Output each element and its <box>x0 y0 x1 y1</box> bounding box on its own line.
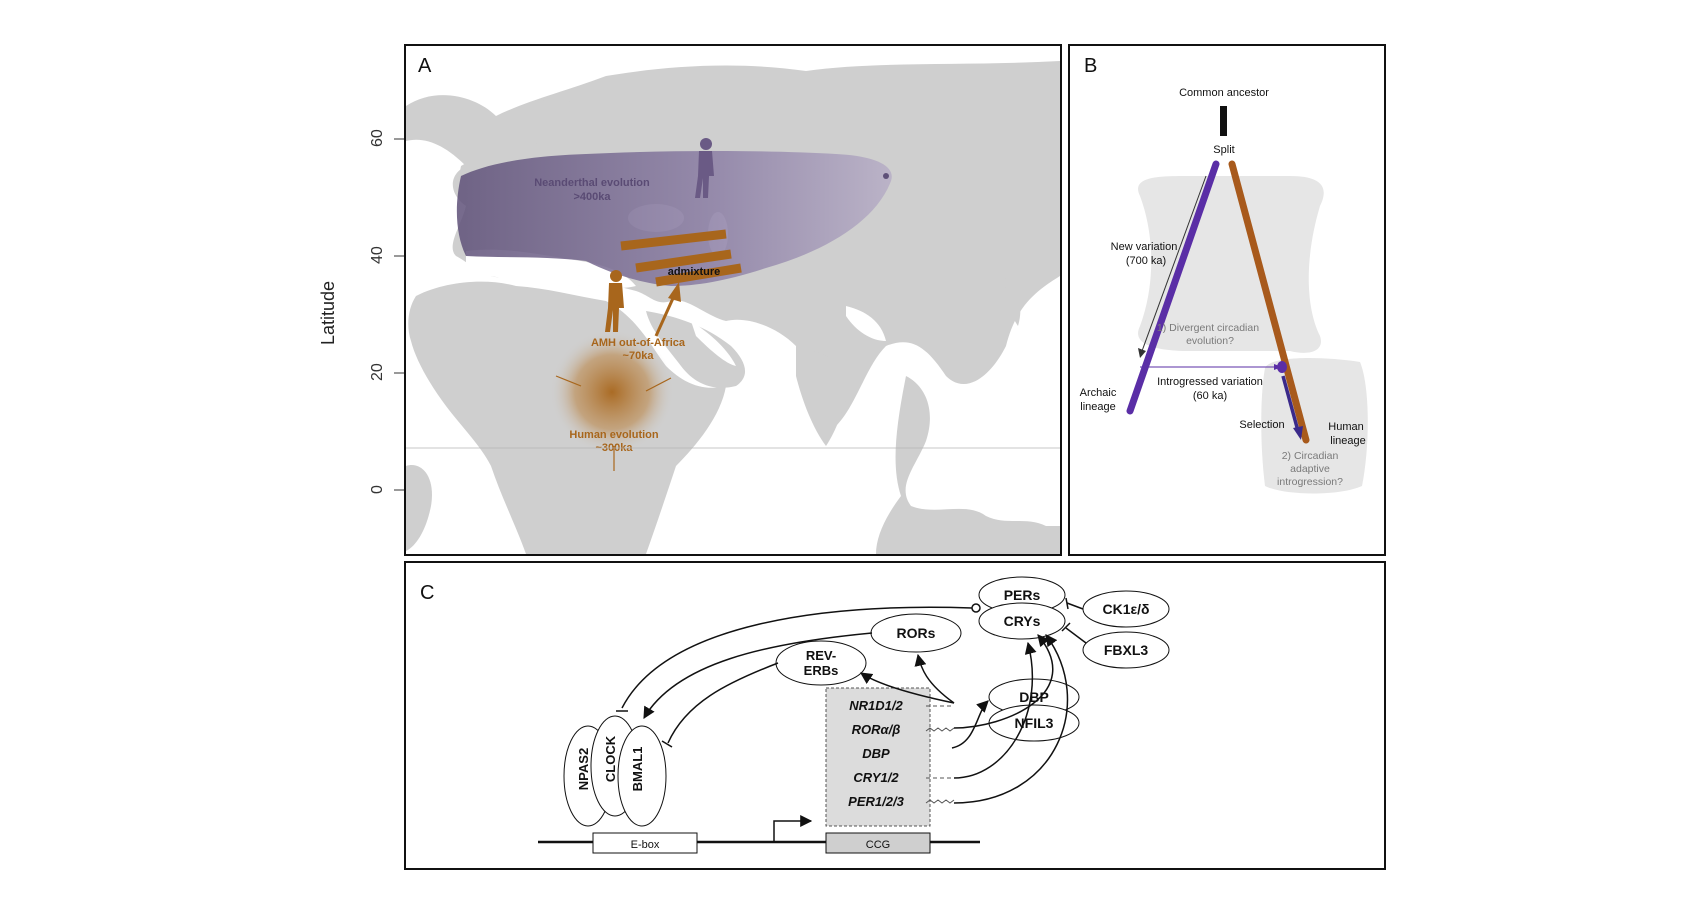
svg-text:NPAS2: NPAS2 <box>576 748 591 790</box>
bmal1-ellipse: BMAL1 <box>617 725 667 827</box>
svg-text:PERs: PERs <box>1004 587 1041 603</box>
ccg-label: CCG <box>866 839 890 851</box>
split-label: Split <box>1213 144 1234 156</box>
y-axis-label: Latitude <box>318 280 338 345</box>
adaptive-label-3: introgression? <box>1277 476 1343 488</box>
introgressed-label: Introgressed variation <box>1157 376 1263 388</box>
common-ancestor-label: Common ancestor <box>1179 87 1269 99</box>
out-of-africa-arrow <box>654 282 681 337</box>
reverbs-ellipse: REV- ERBs <box>775 640 867 686</box>
crys-ellipse: CRYs <box>978 602 1066 640</box>
svg-text:CK1ε/δ: CK1ε/δ <box>1102 601 1149 617</box>
y-tick-20: 20 <box>369 363 386 381</box>
y-axis: 60 40 20 0 <box>369 129 404 494</box>
panel-b-letter: B <box>1084 55 1097 77</box>
dispersal-arrows <box>555 375 672 471</box>
human-label-2: lineage <box>1330 435 1365 447</box>
panel-a-map: Neanderthal evolution >400ka admixture <box>404 44 1062 556</box>
introgression-arrow <box>1140 364 1282 370</box>
selection-label: Selection <box>1239 419 1284 431</box>
gene-ror: RORα/β <box>852 722 901 737</box>
svg-text:BMAL1: BMAL1 <box>630 747 645 792</box>
y-tick-60: 60 <box>369 129 386 147</box>
transcription-start-arrow <box>773 815 813 842</box>
ebox-box <box>592 832 698 854</box>
gene-dbp: DBP <box>862 746 890 761</box>
neanderthal-range-endpoint <box>883 173 889 179</box>
new-variation-arrow <box>1138 175 1207 358</box>
svg-text:RORs: RORs <box>897 625 936 641</box>
svg-text:REV-: REV- <box>806 648 836 663</box>
gene-list-box <box>825 687 931 827</box>
panel-c-letter: C <box>420 582 434 604</box>
divergence-cloud <box>1138 176 1324 353</box>
dbp-ellipse: DBP <box>988 678 1080 716</box>
neanderthal-figure-icon <box>695 138 714 198</box>
human-lineage-line <box>1228 160 1310 444</box>
panel-b-lineage-diagram: B Common ancestor Split New variation (7… <box>1068 44 1386 556</box>
amh-label: AMH out-of-Africa <box>591 337 686 349</box>
fbxl3-ellipse: FBXL3 <box>1082 631 1170 669</box>
admixture-stripes <box>620 229 742 287</box>
mrna-marks <box>925 705 955 804</box>
panel-c-clock-diagram: C E-box CCG NR1D1/2 RORα/β DBP CRY1/2 PE… <box>404 561 1386 870</box>
admixture-label: admixture <box>668 266 721 278</box>
new-variation-date: (700 ka) <box>1126 255 1166 267</box>
svg-text:CLOCK: CLOCK <box>603 735 618 782</box>
regulatory-arrows <box>616 597 1087 804</box>
selection-arrow <box>1281 375 1303 440</box>
y-tick-0: 0 <box>369 485 386 494</box>
svg-text:DBP: DBP <box>1019 689 1049 705</box>
svg-text:ERBs: ERBs <box>804 663 839 678</box>
land-masses <box>406 61 1060 554</box>
neanderthal-label: Neanderthal evolution <box>534 177 650 189</box>
amh-date: ~70ka <box>623 350 655 362</box>
neanderthal-date: >400ka <box>573 191 611 203</box>
adaptive-label-2: adaptive <box>1290 463 1330 475</box>
human-origin-glow <box>550 330 674 454</box>
gene-cry: CRY1/2 <box>853 770 899 785</box>
introgressed-date: (60 ka) <box>1193 390 1227 402</box>
divergent-label: 1) Divergent circadian <box>1157 322 1259 334</box>
svg-text:FBXL3: FBXL3 <box>1104 642 1149 658</box>
archaic-label: Archaic <box>1080 387 1117 399</box>
adaptive-label: 2) Circadian <box>1282 450 1339 462</box>
archaic-lineage-line <box>1126 160 1220 415</box>
neanderthal-range <box>456 151 892 286</box>
panel-a-letter: A <box>418 55 432 77</box>
common-ancestor-bar <box>1220 106 1227 136</box>
pers-ellipse: PERs <box>978 576 1066 614</box>
rors-ellipse: RORs <box>870 613 962 653</box>
human-figure-icon <box>605 270 624 332</box>
archaic-label-2: lineage <box>1080 401 1115 413</box>
introgression-point <box>1277 361 1287 373</box>
human-label: Human <box>1328 421 1363 433</box>
ccg-box <box>825 832 931 854</box>
human-evolution-label: Human evolution <box>569 429 659 441</box>
svg-text:CRYs: CRYs <box>1004 613 1041 629</box>
new-variation-label: New variation <box>1111 241 1178 253</box>
ebox-label: E-box <box>631 839 660 851</box>
divergent-label-2: evolution? <box>1186 335 1234 347</box>
svg-text:NFIL3: NFIL3 <box>1015 715 1054 731</box>
gene-nr1d: NR1D1/2 <box>849 698 903 713</box>
ck1-ellipse: CK1ε/δ <box>1082 590 1170 628</box>
y-tick-40: 40 <box>369 246 386 264</box>
gene-per: PER1/2/3 <box>848 794 904 809</box>
nfil3-ellipse: NFIL3 <box>988 704 1080 742</box>
